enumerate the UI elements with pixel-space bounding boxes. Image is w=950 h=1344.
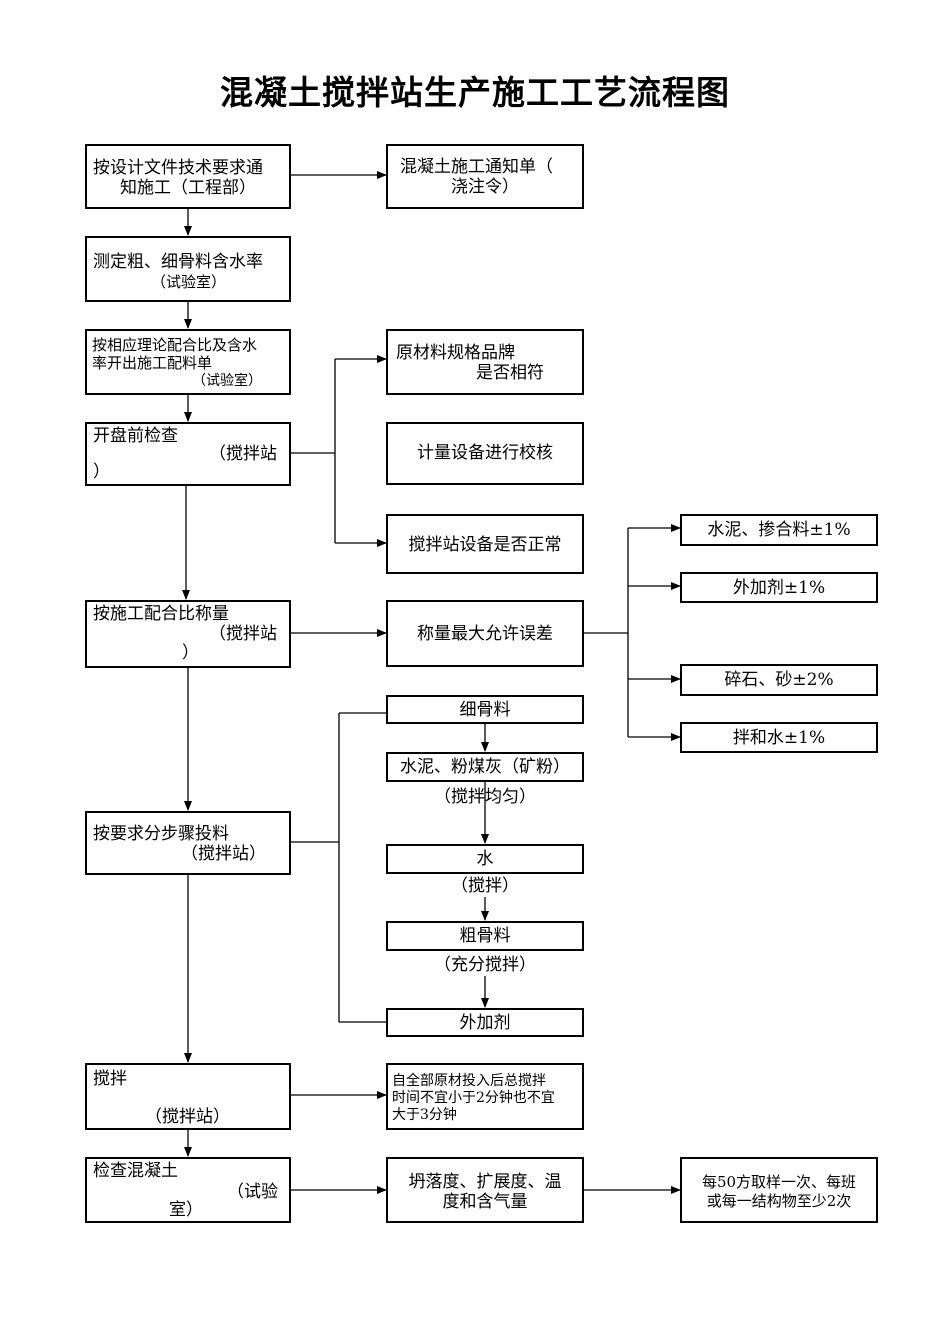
step-notify-line2: 知施工（工程部） (120, 178, 256, 198)
feed-coarse-aggregate-text: 粗骨料 (459, 926, 511, 946)
step-feeding-line2: （搅拌站） (181, 844, 266, 864)
step-batch-line2: 率开出施工配料单 (92, 354, 213, 372)
feed-coarse-aggregate-note: （充分搅拌） (434, 955, 536, 975)
mixing-time-line2: 时间不宜小于2分钟也不宜 (392, 1090, 555, 1106)
mixing-time-line1: 自全部原材投入后总搅拌 (392, 1073, 546, 1089)
step-feeding-line1: 按要求分步骤投料 (93, 824, 229, 844)
box-tolerance-water: 拌和水±1% (680, 722, 878, 753)
feed-admixture-text: 外加剂 (459, 1013, 511, 1033)
step-weighing-line3: ） (182, 643, 199, 663)
slump-test-line2: 度和含气量 (442, 1192, 528, 1212)
pour-notice-line1: 混凝土施工通知单（ (400, 157, 553, 177)
feed-water-text: 水 (476, 849, 494, 869)
step-precheck-line2: （搅拌站 (209, 444, 277, 464)
box-mixing-time: 自全部原材投入后总搅拌 时间不宜小于2分钟也不宜 大于3分钟 (386, 1063, 584, 1130)
pour-notice-line2: 浇注令） (451, 177, 519, 197)
meter-calibration-text: 计量设备进行校核 (417, 443, 553, 463)
step-weighing-line1: 按施工配合比称量 (93, 604, 229, 624)
step-measure-line1: 测定粗、细骨料含水率 (93, 252, 263, 272)
feed-water-note: （搅拌） (451, 876, 519, 896)
box-sampling-frequency: 每50方取样一次、每班 或每一结构物至少2次 (680, 1157, 878, 1223)
step-batch-line3: （试验室） (192, 373, 262, 389)
mixing-time-line3: 大于3分钟 (392, 1107, 457, 1123)
box-feed-fine-aggregate: 细骨料 (386, 695, 584, 724)
step-weighing: 按施工配合比称量 （搅拌站 ） (85, 600, 291, 668)
box-material-check: 原材料规格品牌 是否相符 (386, 329, 584, 395)
step-inspect-line1: 检查混凝土 (93, 1161, 178, 1181)
step-batch-line1: 按相应理论配合比及含水 (92, 336, 258, 354)
box-tolerance-admixture: 外加剂±1% (680, 572, 878, 603)
step-inspect-line3: 室） (169, 1200, 203, 1220)
box-feed-coarse-aggregate: 粗骨料 (386, 921, 584, 951)
step-notify-construction: 按设计文件技术要求通 知施工（工程部） (85, 144, 291, 209)
step-feeding: 按要求分步骤投料 （搅拌站） (85, 811, 291, 875)
weighing-tolerance-text: 称量最大允许误差 (417, 624, 553, 644)
box-tolerance-cement: 水泥、掺合料±1% (680, 514, 878, 546)
step-inspect-line2: （试验 (227, 1182, 278, 1202)
box-feed-admixture: 外加剂 (386, 1008, 584, 1037)
step-pre-start-check: 开盘前检查 （搅拌站 ） (85, 422, 291, 486)
step-issue-batch-sheet: 按相应理论配合比及含水 率开出施工配料单 （试验室） (85, 329, 291, 395)
box-feed-water: 水 (386, 844, 584, 874)
page-title: 混凝土搅拌站生产施工工艺流程图 (220, 73, 730, 112)
tolerance-admixture-text: 外加剂±1% (732, 578, 826, 598)
slump-test-line1: 坍落度、扩展度、温 (408, 1172, 562, 1192)
box-meter-calibration: 计量设备进行校核 (386, 422, 584, 485)
feed-fine-aggregate-text: 细骨料 (459, 700, 511, 720)
box-equipment-check: 搅拌站设备是否正常 (386, 514, 584, 574)
box-pour-notice: 混凝土施工通知单（ 浇注令） (386, 144, 584, 209)
box-feed-cement: 水泥、粉煤灰（矿粉） (386, 752, 584, 782)
step-precheck-line3: ） (93, 462, 110, 482)
step-mixing-line2: （搅拌站） (145, 1107, 230, 1127)
box-weighing-tolerance: 称量最大允许误差 (386, 600, 584, 667)
sampling-line1: 每50方取样一次、每班 (701, 1173, 857, 1191)
step-precheck-line1: 开盘前检查 (93, 426, 178, 446)
tolerance-aggregate-text: 碎石、砂±2% (724, 670, 834, 690)
box-tolerance-aggregate: 碎石、砂±2% (680, 664, 878, 696)
tolerance-water-text: 拌和水±1% (732, 728, 826, 748)
feed-cement-text: 水泥、粉煤灰（矿粉） (400, 757, 570, 777)
feed-cement-note: （搅拌均匀） (434, 787, 536, 807)
sampling-line2: 或每一结构物至少2次 (706, 1192, 852, 1210)
material-check-line1: 原材料规格品牌 (396, 343, 515, 363)
step-weighing-line2: （搅拌站 (209, 624, 277, 644)
tolerance-cement-text: 水泥、掺合料±1% (707, 520, 851, 540)
step-mixing: 搅拌 （搅拌站） (85, 1063, 291, 1130)
material-check-line2: 是否相符 (476, 363, 544, 383)
equipment-check-text: 搅拌站设备是否正常 (408, 535, 562, 555)
step-measure-moisture: 测定粗、细骨料含水率 （试验室） (85, 236, 291, 302)
step-inspect-concrete: 检查混凝土 （试验 室） (85, 1157, 291, 1223)
step-mixing-line1: 搅拌 (93, 1069, 127, 1089)
step-measure-line2: （试验室） (151, 273, 227, 291)
box-slump-test: 坍落度、扩展度、温 度和含气量 (386, 1157, 584, 1223)
step-notify-line1: 按设计文件技术要求通 (93, 158, 263, 178)
